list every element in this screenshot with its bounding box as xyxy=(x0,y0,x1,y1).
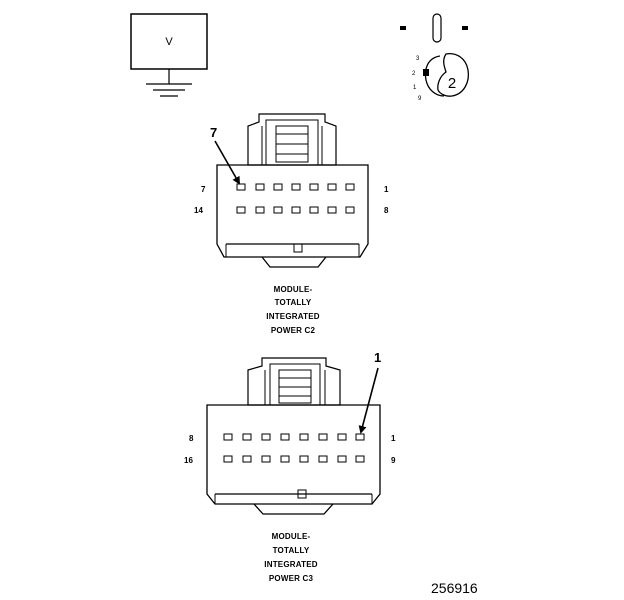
connector-c2-pin-label: 1 xyxy=(384,185,389,194)
connector-c2-pin xyxy=(291,183,301,191)
connector-c3-pin-row-bottom xyxy=(223,455,365,463)
connector-c3-pin xyxy=(280,433,290,441)
connector-c3-pin xyxy=(242,455,252,463)
connector-c2-caption-line: POWER C2 xyxy=(271,326,316,335)
connector-c3-pin-label: 16 xyxy=(184,456,193,465)
connector-c2-pin xyxy=(273,206,283,214)
connector-c2-pin xyxy=(345,206,355,214)
connector-c2-pin xyxy=(236,206,246,214)
probe-pin-label: 1 xyxy=(413,85,417,91)
connector-c2-pin-label: 14 xyxy=(194,206,203,215)
probe-tip-icon xyxy=(432,13,442,43)
connector-c3-pin-label: 8 xyxy=(189,434,194,443)
connector-c3-pin xyxy=(355,455,365,463)
probe-terminal-number: 2 xyxy=(448,75,456,92)
probe-pin-label: 2 xyxy=(412,71,416,77)
connector-c3-caption-line: INTEGRATED xyxy=(264,560,317,569)
connector-c2-pin-label: 7 xyxy=(201,185,206,194)
connector-c3-caption-line: POWER C3 xyxy=(269,574,314,583)
voltmeter: V xyxy=(130,13,208,97)
connector-c2-pin xyxy=(236,183,246,191)
connector-c2-pin xyxy=(291,206,301,214)
connector-c2-pin-label: 8 xyxy=(384,206,389,215)
connector-c2-callout-number: 7 xyxy=(210,125,217,140)
connector-c3-pin xyxy=(261,455,271,463)
connector-c2-pin-row-bottom xyxy=(236,206,355,214)
probe-pin-label: 9 xyxy=(418,96,422,102)
connector-c2-pin xyxy=(309,206,319,214)
connector-c2-callout-arrow xyxy=(214,140,240,185)
connector-c2-pin xyxy=(255,206,265,214)
connector-c3-key xyxy=(297,489,307,499)
connector-c2-pin xyxy=(255,183,265,191)
probe-pin-label: 3 xyxy=(416,56,420,62)
connector-c3-pin-row-top xyxy=(223,433,365,441)
connector-c2-caption-line: TOTALLY xyxy=(275,298,312,307)
connector-c2-caption-line: MODULE- xyxy=(274,285,313,294)
connector-c3-pin xyxy=(355,433,365,441)
connector-c2-pin xyxy=(327,206,337,214)
connector-c2-pin xyxy=(327,183,337,191)
connector-c2-latch xyxy=(247,113,337,166)
ground-icon xyxy=(146,69,192,97)
connector-c3-pin xyxy=(318,455,328,463)
test-probe-detail: 3 2 1 9 2 xyxy=(400,13,470,102)
connector-c3-foot xyxy=(253,503,334,515)
probe-contact-right-icon xyxy=(462,26,468,30)
probe-contact-left-icon xyxy=(400,26,406,30)
connector-c3-pin-label: 1 xyxy=(391,434,396,443)
connector-c3-pin xyxy=(242,433,252,441)
connector-c3-pin xyxy=(261,433,271,441)
connector-c2-body xyxy=(216,164,369,258)
connector-c2-pin xyxy=(273,183,283,191)
connector-c3-latch xyxy=(247,357,341,406)
connector-c2-pin xyxy=(345,183,355,191)
connector-c2-pin-row-top xyxy=(236,183,355,191)
connector-c3-callout-arrow xyxy=(358,367,379,434)
connector-c2-key xyxy=(293,243,303,253)
terminal-clip-icon xyxy=(423,52,470,97)
figure-number: 256916 xyxy=(431,580,478,596)
connector-c3-pin xyxy=(280,455,290,463)
connector-c2-pin xyxy=(309,183,319,191)
connector-c3-body xyxy=(206,404,381,505)
connector-c3-pin xyxy=(337,455,347,463)
connector-c3-pin xyxy=(337,433,347,441)
connector-c2-foot xyxy=(261,256,327,268)
connector-c3-pin xyxy=(299,455,309,463)
connector-c3-caption-line: MODULE- xyxy=(272,532,311,541)
connector-c3-pin xyxy=(223,455,233,463)
voltmeter-symbol: V xyxy=(165,36,173,48)
connector-c2: 7 1 14 8 7 MODULE- TOTALLY INTEGRATED PO… xyxy=(194,113,389,335)
connector-c3-caption-line: TOTALLY xyxy=(273,546,310,555)
connector-c3-pin xyxy=(223,433,233,441)
connector-c2-caption-line: INTEGRATED xyxy=(266,312,319,321)
connector-c3: 8 1 16 9 1 MODULE- TOTALLY INTEGRATED PO… xyxy=(184,350,396,583)
connector-c3-pin xyxy=(299,433,309,441)
connector-c3-pin-label: 9 xyxy=(391,456,396,465)
connector-c3-callout-number: 1 xyxy=(374,350,381,365)
connector-c3-pin xyxy=(318,433,328,441)
